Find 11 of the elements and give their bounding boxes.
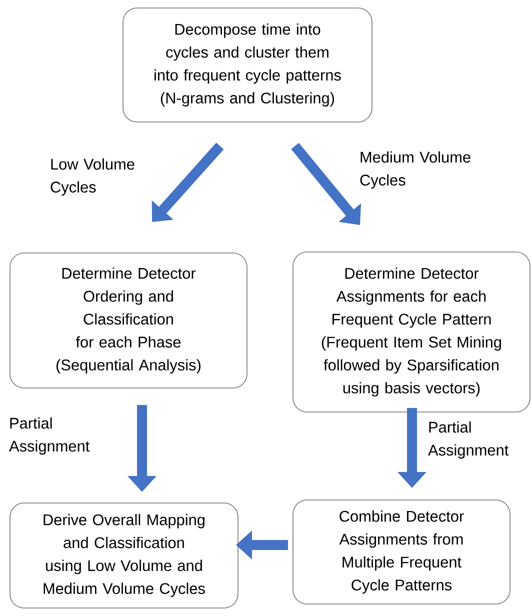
process-box: Determine Detector Ordering and Classification for each Phase (Sequential Analysis) [10,252,248,388]
process-box: Determine Detector Assignments for each Frequent Cycle Pattern (Frequent Item Set Mining followed by Sparsification using basis vectors) [292,252,530,412]
block-arrow [291,142,362,225]
edge-label: Low Volume Cycles [50,158,134,196]
edge-label: Partial Assignment [428,421,509,459]
process-box: Decompose time into cycles and cluster them into frequent cycle patterns (N-grams and Clustering) [122,8,372,122]
edge-label: Medium Volume Cycles [360,151,470,189]
edge-label: Partial Assignment [9,417,90,455]
process-box: Derive Overall Mapping and Classification using Low Volume and Medium Volume Cycles [10,502,238,608]
process-box: Combine Detector Assignments from Multiple Frequent Cycle Patterns [292,500,510,604]
block-arrow [152,142,224,222]
